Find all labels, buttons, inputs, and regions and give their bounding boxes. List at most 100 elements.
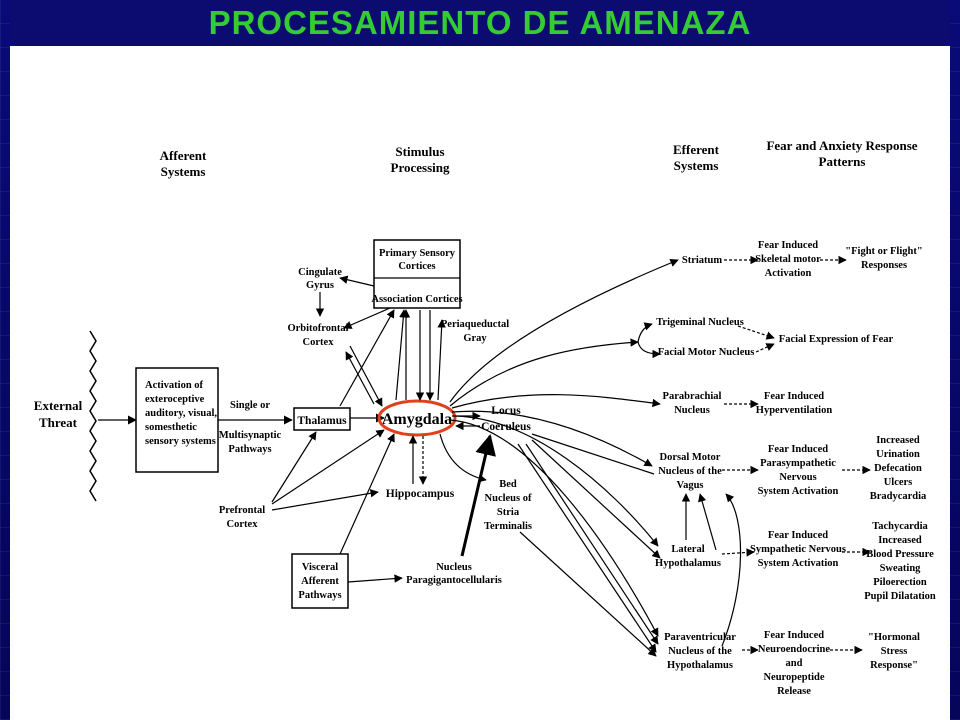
- arrow-trigeminal-facial-split2: [637, 341, 661, 359]
- external-threat-line1: External: [34, 398, 83, 413]
- visceral-line2: Afferent: [301, 576, 339, 587]
- hyperventilation-label: Fear Induced Hyperventilation: [756, 391, 833, 416]
- dorsal-motor-line1: Dorsal Motor: [660, 452, 721, 463]
- visceral-line1: Visceral: [302, 562, 338, 573]
- primary-sensory-line2: Cortices: [398, 261, 435, 272]
- paraventricular-line3: Hypothalamus: [667, 660, 733, 671]
- bed-nucleus-line1: Bed: [499, 479, 517, 490]
- activation-line2: exteroceptive: [145, 394, 205, 405]
- external-threat-label: External Threat: [34, 398, 83, 430]
- hormonal-label: "Hormonal Stress Response": [868, 632, 920, 671]
- primary-sensory-line1: Primary Sensory: [379, 248, 456, 259]
- hyperventilation-line2: Hyperventilation: [756, 405, 833, 416]
- arrow-prefrontal-hippocampus: [271, 489, 379, 511]
- efferent-arrows: [449, 258, 742, 657]
- amygdala-highlight: [377, 399, 457, 437]
- bed-nucleus-line3: Stria: [497, 507, 520, 518]
- skeletal-line3: Activation: [765, 268, 812, 279]
- single-or-line2: Multisynaptic: [219, 430, 282, 441]
- facial-expression-label: Facial Expression of Fear: [779, 334, 894, 345]
- sympathetic-line2: Sympathetic Nervous: [750, 544, 846, 555]
- arrow-amygdala-lateral-hypo: [451, 415, 659, 547]
- slide-title: PROCESAMIENTO DE AMENAZA: [208, 4, 752, 41]
- facial-motor-label: Facial Motor Nucleus: [658, 347, 755, 358]
- arrow-locus-paraventricular-2: [517, 443, 657, 653]
- dorsal-motor-line2: Nucleus of the: [658, 466, 722, 477]
- header-efferent-line1: Efferent: [673, 142, 720, 157]
- header-efferent-line2: Systems: [674, 158, 719, 173]
- hyperventilation-line1: Fear Induced: [764, 391, 824, 402]
- prefrontal-line1: Prefrontal: [219, 505, 265, 516]
- parasympathetic-line3: Nervous: [779, 472, 816, 483]
- lateral-hypo-line1: Lateral: [671, 544, 704, 555]
- symp-effect-2: Increased: [878, 535, 922, 546]
- arrow-locus-dorsal-motor: [531, 433, 655, 475]
- symp-effect-1: Tachycardia: [872, 521, 928, 532]
- activation-line1: Activation of: [145, 380, 204, 391]
- header-fear-line1: Fear and Anxiety Response: [766, 138, 917, 153]
- para-effects-list: Increased Urination Defecation Ulcers Br…: [870, 435, 927, 502]
- cingulate-line1: Cingulate: [298, 267, 342, 278]
- fight-line2: Responses: [861, 260, 907, 271]
- striatum-label: Striatum: [682, 255, 723, 266]
- arrow-bed-paraventricular: [519, 531, 657, 657]
- sympathetic-line3: System Activation: [758, 558, 839, 569]
- sympathetic-label: Fear Induced Sympathetic Nervous System …: [750, 530, 846, 569]
- neuroendocrine-label: Fear Induced Neuroendocrine and Neuropep…: [758, 630, 830, 697]
- sympathetic-line1: Fear Induced: [768, 530, 828, 541]
- sensory-cortices-box: [373, 239, 461, 309]
- periaqueductal-line2: Gray: [463, 333, 487, 344]
- activation-line5: sensory systems: [145, 436, 216, 447]
- activation-label: Activation of exteroceptive auditory, vi…: [145, 380, 217, 447]
- arrow-amygdala-paraventricular: [449, 419, 659, 637]
- thalamus-box: [293, 407, 351, 431]
- arrow-association-orbitofrontal: [343, 307, 391, 329]
- arrow-lateral-dorsal-cross: [698, 493, 717, 551]
- visceral-line3: Pathways: [298, 590, 341, 601]
- arrow-locus-paraventricular-1: [525, 443, 659, 645]
- arrow-trigeminal-facial-split: [637, 322, 653, 343]
- trigeminal-label: Trigeminal Nucleus: [656, 317, 744, 328]
- single-or-line1: Single or: [230, 400, 270, 411]
- arrow-amygdala-striatum: [449, 258, 679, 403]
- prefrontal-line2: Cortex: [227, 519, 259, 530]
- header-stimulus-line1: Stimulus: [395, 144, 444, 159]
- bed-nucleus-line4: Terminalis: [484, 521, 532, 532]
- threat-zigzag: [89, 330, 97, 502]
- thalamus-label: Thalamus: [297, 415, 347, 427]
- bed-nucleus-line2: Nucleus of: [485, 493, 532, 504]
- symp-effect-5: Piloerection: [873, 577, 927, 588]
- association-cortices-label: Association Cortices: [371, 294, 462, 305]
- arrow-amygdala-bed: [439, 433, 487, 483]
- header-afferent-line2: Systems: [161, 164, 206, 179]
- skeletal-line2: Skeletal motor: [755, 254, 821, 265]
- arrow-trigeminal-facial: [737, 325, 775, 340]
- arrow-prefrontal-thalamus: [271, 431, 317, 503]
- hormonal-line2: Stress: [881, 646, 908, 657]
- response-arrows: [721, 255, 871, 655]
- activation-line3: auditory, visual,: [145, 408, 217, 419]
- title-bar: PROCESAMIENTO DE AMENAZA: [10, 0, 950, 46]
- header-afferent: Afferent Systems: [160, 148, 207, 179]
- symp-effects-list: Tachycardia Increased Blood Pressure Swe…: [864, 521, 936, 602]
- header-stimulus: Stimulus Processing: [391, 144, 450, 175]
- nucleus-para-line1: Nucleus: [436, 562, 472, 573]
- hormonal-line1: "Hormonal: [868, 632, 920, 643]
- single-or-label: Single or Multisynaptic Pathways: [219, 400, 282, 455]
- arrow-nucleus-locus: [460, 433, 496, 557]
- header-fear: Fear and Anxiety Response Patterns: [766, 138, 917, 169]
- lateral-hypo-line2: Hypothalamus: [655, 558, 721, 569]
- paraventricular-line2: Nucleus of the: [668, 646, 732, 657]
- parasympathetic-line4: System Activation: [758, 486, 839, 497]
- neuroendocrine-line2: Neuroendocrine: [758, 644, 830, 655]
- arrow-locus-lateral-hypo: [531, 439, 661, 559]
- arrow-lateral-symp: [721, 548, 755, 557]
- periaqueductal-line1: Periaqueductal: [441, 319, 509, 330]
- header-fear-line2: Patterns: [819, 154, 866, 169]
- symp-effect-4: Sweating: [880, 563, 922, 574]
- arrow-facial-facial: [755, 343, 775, 353]
- neuroendocrine-line4: Neuropeptide: [763, 672, 824, 683]
- orbitofrontal-line1: Orbitofrontal: [287, 323, 348, 334]
- diagram-panel: [10, 46, 950, 720]
- header-stimulus-line2: Processing: [391, 160, 450, 175]
